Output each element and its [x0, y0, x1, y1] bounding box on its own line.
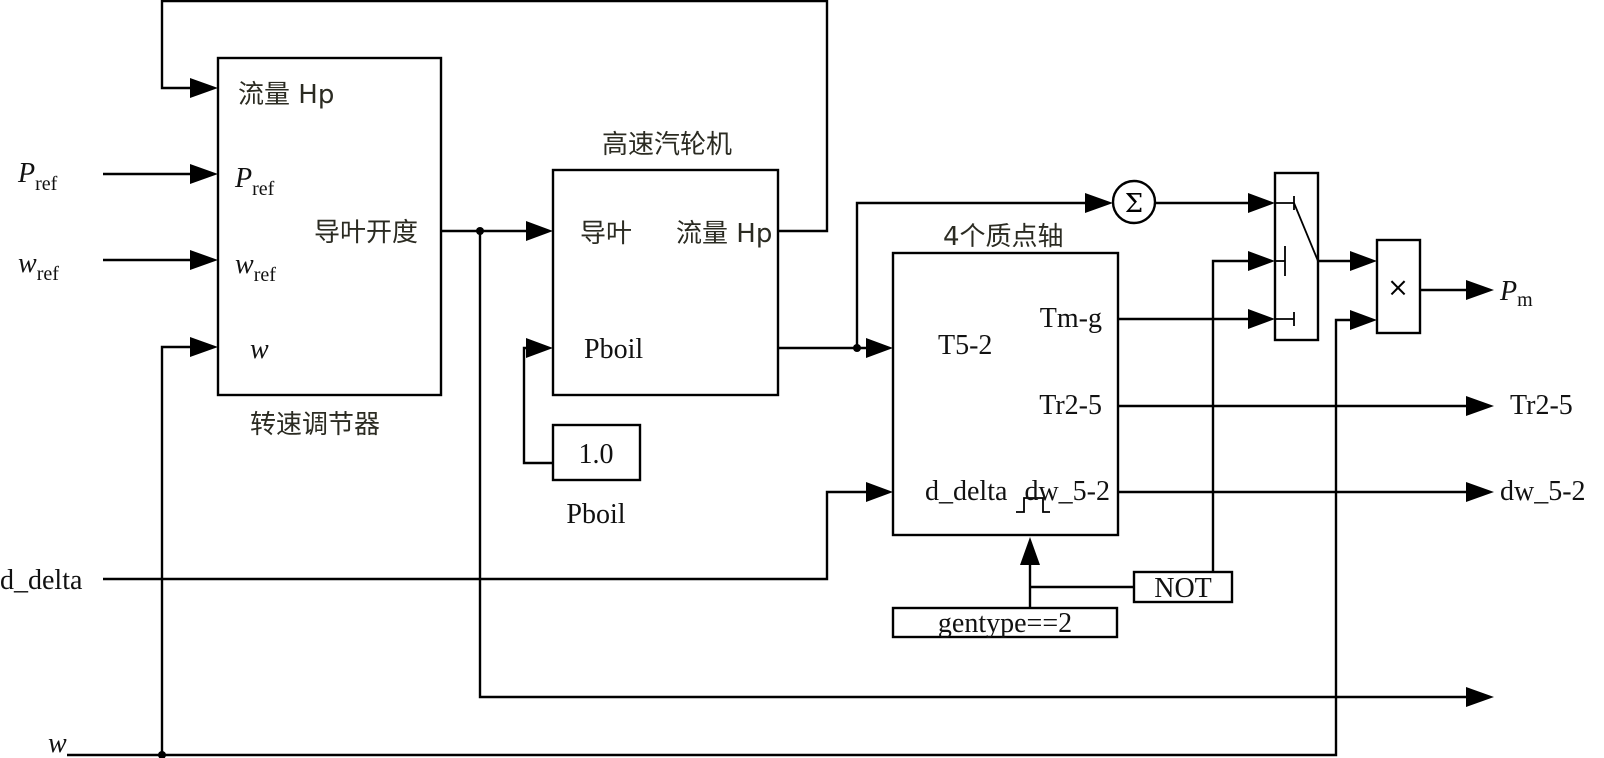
input-pref-label: Pref [17, 158, 58, 195]
arrow-switch-in1 [1248, 193, 1275, 213]
wire-vane-out [478, 231, 1466, 699]
shaft-port-d-delta: d_delta [925, 476, 1008, 507]
output-tr25-label: Tr2-5 [1510, 390, 1573, 421]
product-block [1375, 238, 1422, 335]
arrow-w [190, 337, 218, 357]
wire-w [67, 318, 1350, 757]
arrow-switch-in2 [1248, 309, 1275, 329]
wire-flow-feedback [160, 0, 829, 233]
arrow-t52 [866, 338, 893, 358]
arrow-sum-in [1085, 193, 1113, 213]
arrow-wref [190, 250, 218, 270]
turbine-title: 高速汽轮机 [602, 130, 732, 160]
junction-w [158, 751, 166, 758]
governor-port-flow-hp: 流量 Hp [238, 80, 334, 110]
arrow-vane [526, 221, 553, 241]
wire-not-out [1211, 259, 1248, 572]
wire-d-delta [103, 490, 866, 581]
wire-w-governor [160, 345, 190, 755]
shaft-port-tmg: Tm-g [1040, 303, 1102, 334]
governor-title: 转速调节器 [250, 410, 380, 440]
turbine-port-pboil: Pboil [584, 334, 643, 365]
wire-to-sum [855, 201, 1085, 348]
arrow-enable [1020, 537, 1040, 565]
arrow-product-in1 [1350, 251, 1377, 271]
gentype-block [891, 606, 1119, 639]
shaft-title: 4个质点轴 [943, 222, 1064, 252]
enable-pulse-icon [1016, 497, 1050, 513]
arrow-pboil [526, 338, 553, 358]
switch-block [1273, 171, 1320, 342]
arrow-pm [1466, 280, 1494, 300]
speed-governor-block [216, 56, 443, 397]
arrow-tr25 [1466, 396, 1494, 416]
turbine-port-vane: 导叶 [580, 219, 632, 249]
input-d-delta-label: d_delta [0, 565, 83, 596]
arrow-dw52 [1466, 482, 1494, 502]
arrow-product-in2 [1350, 310, 1377, 330]
arrow-switch-ctrl [1248, 251, 1275, 271]
governor-port-out: 导叶开度 [314, 218, 418, 248]
governor-port-w: w [250, 334, 269, 365]
pboil-constant-label: Pboil [566, 499, 625, 530]
arrow-pref [190, 164, 218, 184]
governor-port-pref: Pref [234, 163, 275, 200]
pboil-constant-block [551, 423, 642, 482]
wire-pboil [522, 346, 553, 465]
arrow-d-delta [866, 482, 893, 502]
pboil-constant-value: 1.0 [579, 439, 614, 470]
input-wref-label: wref [18, 248, 59, 285]
governor-port-wref: wref [235, 249, 276, 286]
arrow-flow-hp [190, 78, 218, 98]
shaft-port-dw52: dw_5-2 [1024, 476, 1110, 507]
shaft-port-tr25: Tr2-5 [1039, 390, 1102, 421]
gentype-label: gentype==2 [938, 608, 1072, 639]
turbine-block [551, 168, 780, 397]
input-w-label: w [48, 728, 67, 758]
switch-lever [1293, 202, 1319, 262]
not-label: NOT [1154, 573, 1212, 604]
arrow-vane-out [1466, 687, 1494, 707]
shaft-block [891, 251, 1120, 537]
product-symbol: × [1387, 273, 1409, 303]
output-dw52-label: dw_5-2 [1500, 476, 1586, 507]
arrowheads [190, 78, 1494, 707]
sum-symbol: Σ [1125, 189, 1143, 219]
output-pm-label: Pm [1499, 276, 1533, 311]
shaft-port-t52: T5-2 [938, 330, 992, 361]
not-block [1132, 570, 1234, 604]
turbine-port-flow-hp: 流量 Hp [676, 219, 772, 249]
